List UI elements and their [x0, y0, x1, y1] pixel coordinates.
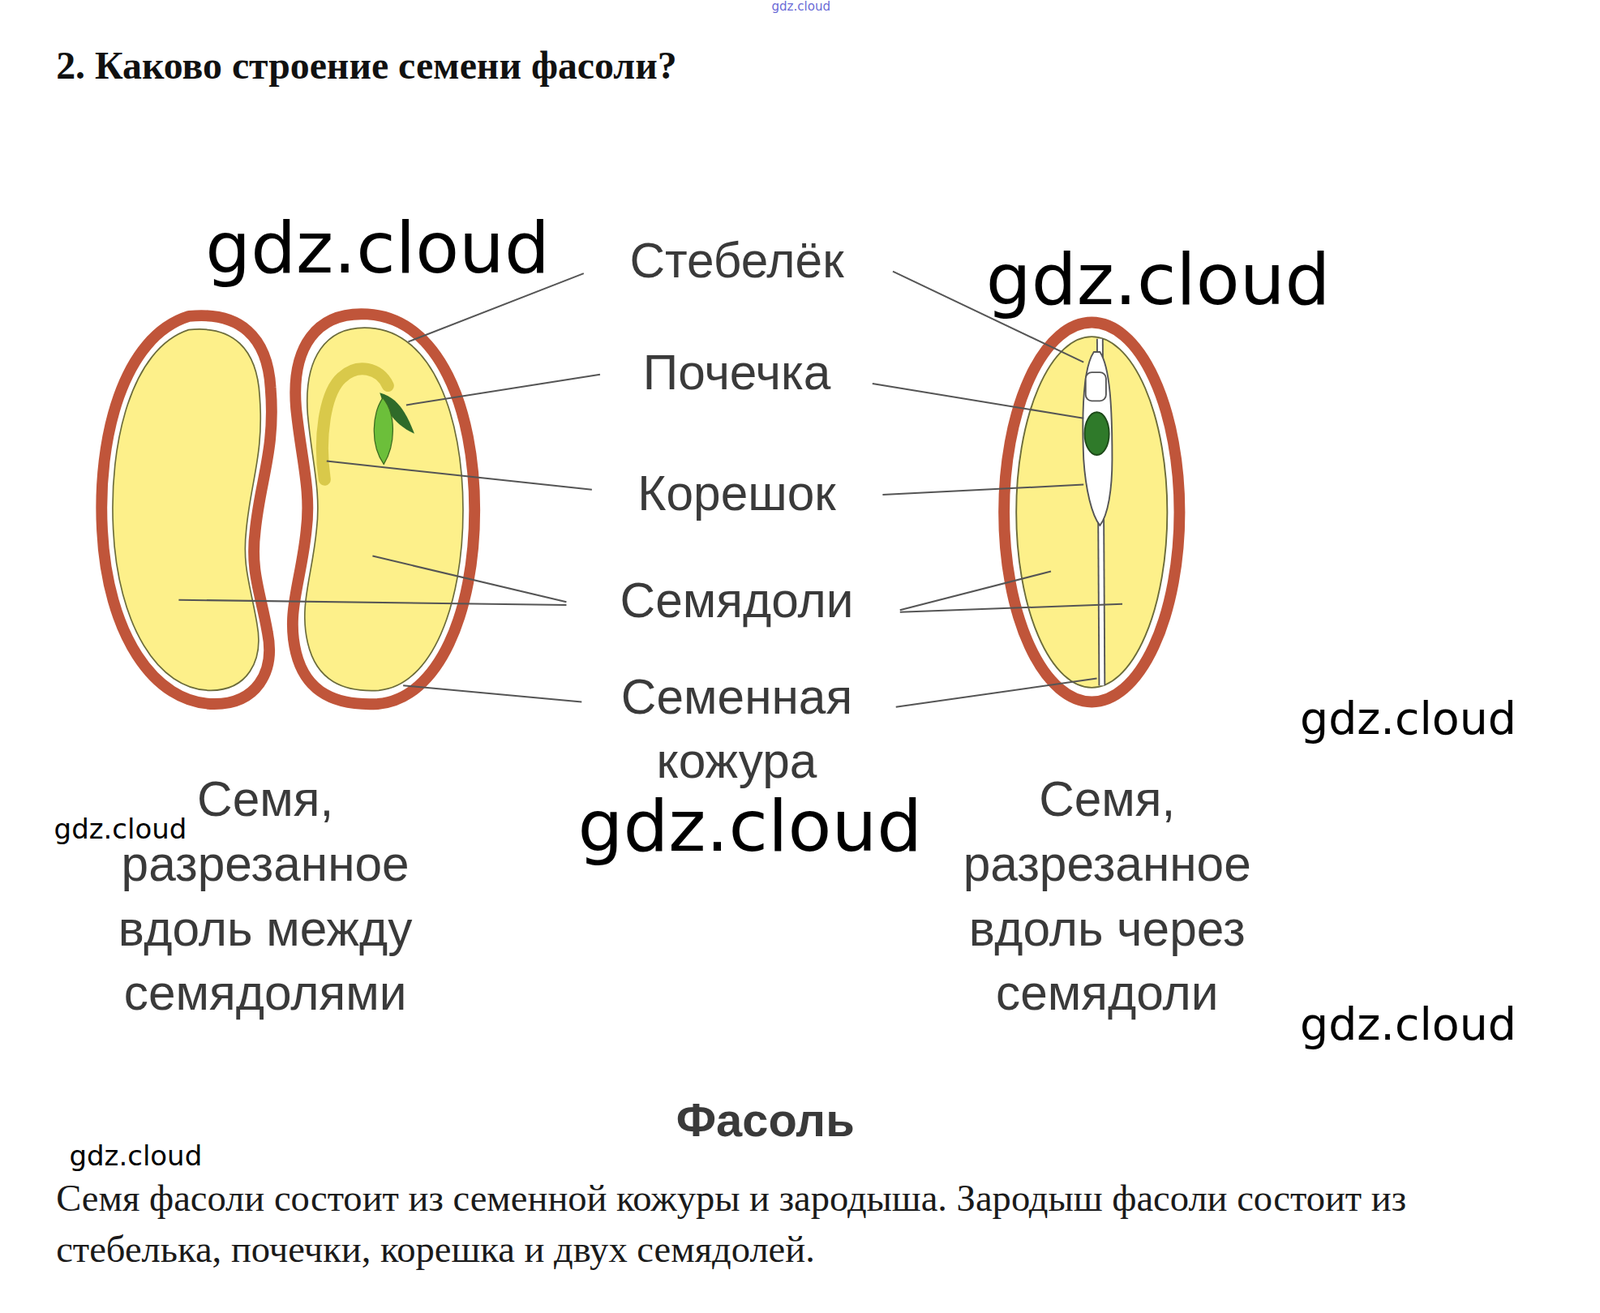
- embryo-bud: [1084, 411, 1109, 455]
- leader-line: [900, 570, 1051, 610]
- bud-leaf: [373, 398, 393, 465]
- watermark: gdz.cloud: [578, 787, 923, 867]
- leader-line: [900, 604, 1123, 613]
- seed-cross-section: [1003, 322, 1180, 703]
- seed-coat: [101, 315, 272, 704]
- watermark: gdz.cloud: [1299, 999, 1517, 1050]
- seed-half-right: [292, 313, 475, 704]
- part-label: Почечка: [643, 340, 831, 405]
- figure-label: Семя, разрезанное вдоль между семядолями: [60, 767, 469, 1026]
- leader-line: [896, 678, 1098, 708]
- watermark: gdz.cloud: [54, 814, 188, 845]
- part-label: Стебелёк: [629, 228, 844, 293]
- figure-label: Семя, разрезанное вдоль через семядоли: [903, 767, 1312, 1026]
- watermark: gdz.cloud: [1299, 694, 1517, 744]
- embryo-stem: [1085, 372, 1107, 401]
- seed-coat: [292, 313, 475, 704]
- cotyledon: [304, 327, 464, 691]
- watermark: gdz.cloud: [205, 209, 550, 288]
- question-title: 2. Каково строение семени фасоли?: [55, 42, 677, 88]
- figure-title: Фасоль: [676, 1089, 855, 1151]
- leader-line: [406, 374, 601, 406]
- watermark: gdz.cloud: [986, 240, 1331, 320]
- seed-coat: [1003, 322, 1180, 703]
- leader-line: [872, 383, 1084, 419]
- embryo: [1082, 351, 1112, 526]
- watermark: gdz.cloud: [68, 1141, 202, 1172]
- answer-text: Семя фасоли состоит из семенной кожуры и…: [55, 1173, 1546, 1276]
- leader-line: [882, 484, 1084, 496]
- part-label: Семядоли: [620, 568, 854, 633]
- leader-line: [326, 461, 592, 490]
- cotyledon: [112, 329, 261, 691]
- leader-line: [403, 685, 582, 702]
- cotyledon: [1016, 336, 1167, 688]
- seed-half-left: [101, 315, 272, 704]
- leader-line: [372, 556, 567, 603]
- watermark: gdz.cloud: [771, 0, 831, 14]
- part-label: Корешок: [637, 461, 836, 526]
- leader-line: [178, 600, 567, 605]
- leader-lines: [178, 271, 1123, 708]
- part-label: Семенная кожура: [568, 664, 906, 793]
